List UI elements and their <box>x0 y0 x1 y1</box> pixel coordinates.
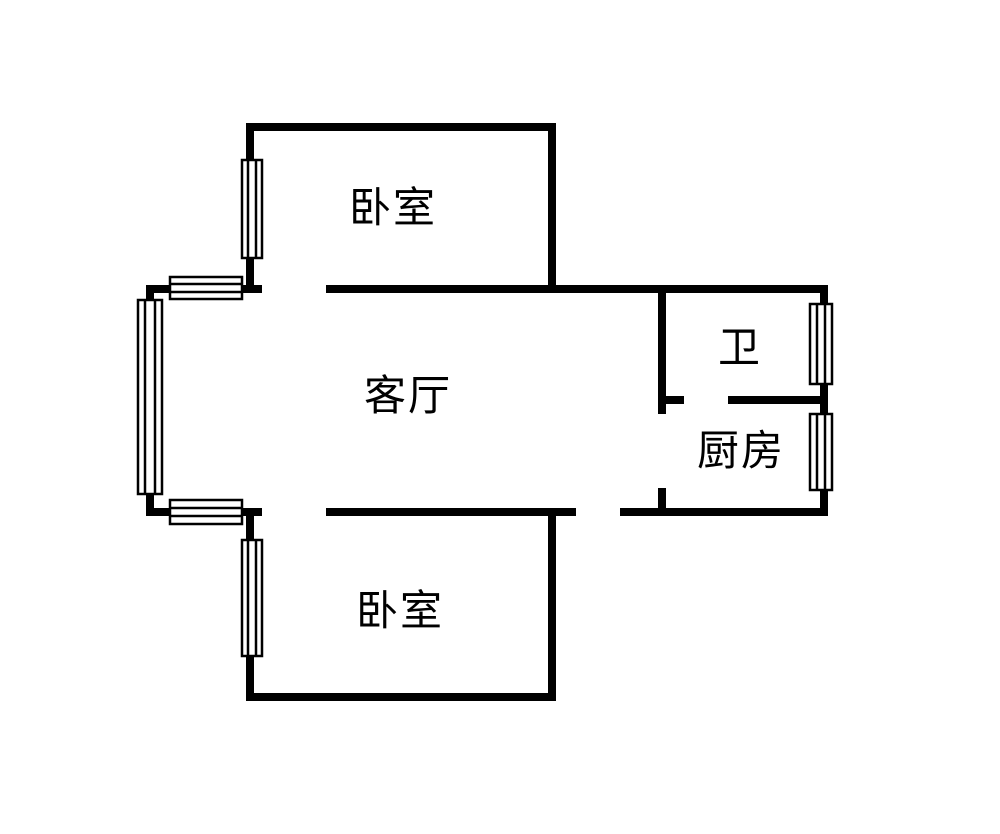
room-label-kitchen: 厨房 <box>697 426 786 475</box>
windows <box>136 158 834 658</box>
window-bay-bottom <box>168 498 244 526</box>
room-label-bedroom-top: 卧室 <box>349 183 438 232</box>
window-bay-top <box>168 275 244 301</box>
room-label-bathroom: 卫 <box>718 323 763 372</box>
window-kitchen <box>808 412 834 492</box>
room-label-bedroom-bottom: 卧室 <box>356 586 445 635</box>
window-bathroom <box>808 302 834 386</box>
window-bottom-bedroom <box>240 538 264 658</box>
room-label-living-room: 客厅 <box>364 371 453 420</box>
window-bay-left <box>136 298 164 496</box>
window-top-bedroom <box>240 158 264 260</box>
